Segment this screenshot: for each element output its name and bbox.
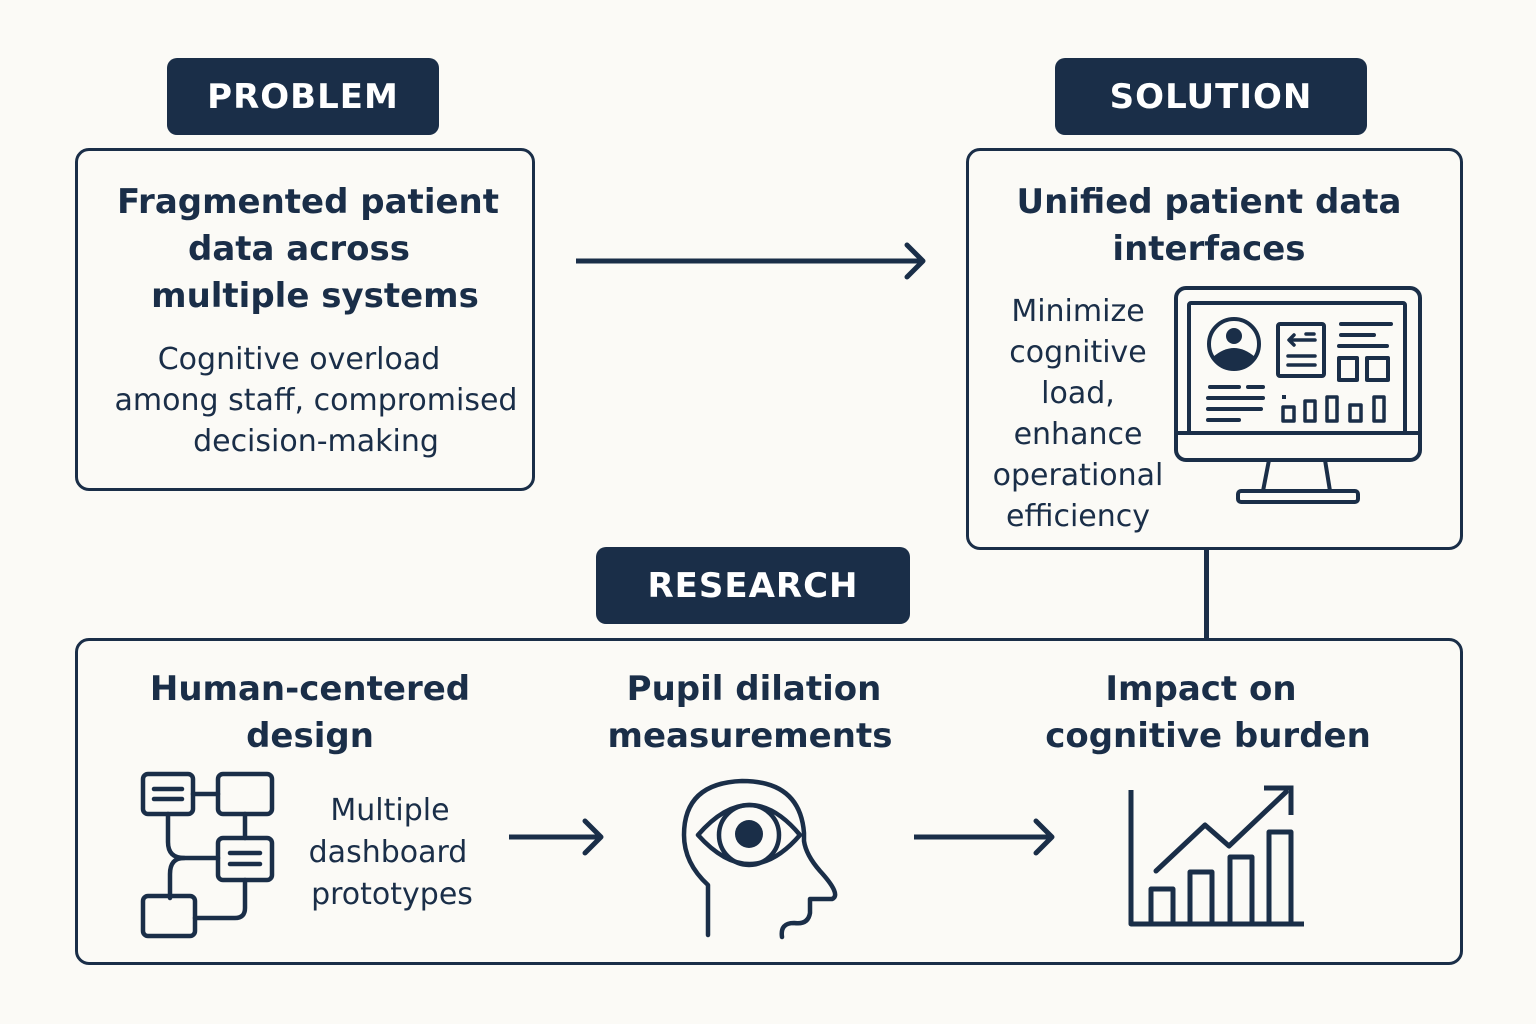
solution-title-line: Unified patient data: [1016, 182, 1402, 222]
flowchart-icon: [140, 771, 275, 939]
step2-to-step3-arrow: [914, 818, 1055, 856]
solution-body-line: efficiency: [1005, 499, 1150, 534]
step-body-line: dashboard: [308, 835, 468, 870]
solution-body-line: enhance: [1013, 417, 1143, 452]
problem-to-solution-arrow: [576, 242, 926, 280]
research-label-text: RESEARCH: [647, 565, 859, 606]
research-step-title-human-centered-design: Human-centered design: [110, 666, 510, 760]
problem-description: Cognitive overload among staff, compromi…: [78, 339, 554, 462]
problem-title-line: Fragmented patient: [117, 182, 499, 222]
solution-label: SOLUTION: [1055, 58, 1367, 135]
solution-to-research-connector: [1204, 549, 1209, 640]
step-body-line: Multiple: [330, 793, 450, 828]
research-label: RESEARCH: [596, 547, 910, 624]
step-title-line: Impact on: [1105, 669, 1297, 709]
solution-body-line: operational: [992, 458, 1164, 493]
research-step-description: Multiple dashboard prototypes: [290, 790, 490, 916]
step-title-line: design: [246, 716, 374, 756]
growth-chart-icon: [1128, 785, 1304, 927]
solution-body-line: Minimize: [1011, 294, 1145, 329]
step1-to-step2-arrow: [509, 818, 604, 856]
research-step-title-impact: Impact on cognitive burden: [1008, 666, 1408, 760]
problem-body-line: decision-making: [193, 424, 439, 459]
solution-description: Minimize cognitive load, enhance operati…: [983, 291, 1173, 537]
solution-title-line: interfaces: [1112, 229, 1306, 269]
problem-body-line: among staff, compromised: [114, 383, 518, 418]
problem-title-line: multiple systems: [151, 276, 479, 316]
step-title-line: Pupil dilation: [626, 669, 882, 709]
problem-title-line: data across: [187, 229, 410, 269]
problem-label: PROBLEM: [167, 58, 439, 135]
problem-body-line: Cognitive overload: [157, 342, 441, 377]
solution-body-line: cognitive: [1009, 335, 1147, 370]
solution-label-text: SOLUTION: [1109, 76, 1313, 117]
dashboard-monitor-icon: [1174, 286, 1422, 504]
solution-title: Unified patient data interfaces: [969, 179, 1449, 273]
problem-box: Fragmented patient data across multiple …: [75, 148, 535, 491]
step-title-line: Human-centered: [149, 669, 471, 709]
solution-body-line: load,: [1041, 376, 1115, 411]
research-step-title-pupil-dilation: Pupil dilation measurements: [550, 666, 950, 760]
problem-label-text: PROBLEM: [207, 76, 399, 117]
problem-title: Fragmented patient data across multiple …: [78, 179, 538, 320]
step-title-line: measurements: [607, 716, 893, 756]
step-title-line: cognitive burden: [1045, 716, 1371, 756]
head-eye-icon: [681, 778, 838, 940]
solution-box: Unified patient data interfaces Minimize…: [966, 148, 1463, 550]
step-body-line: prototypes: [311, 877, 473, 912]
